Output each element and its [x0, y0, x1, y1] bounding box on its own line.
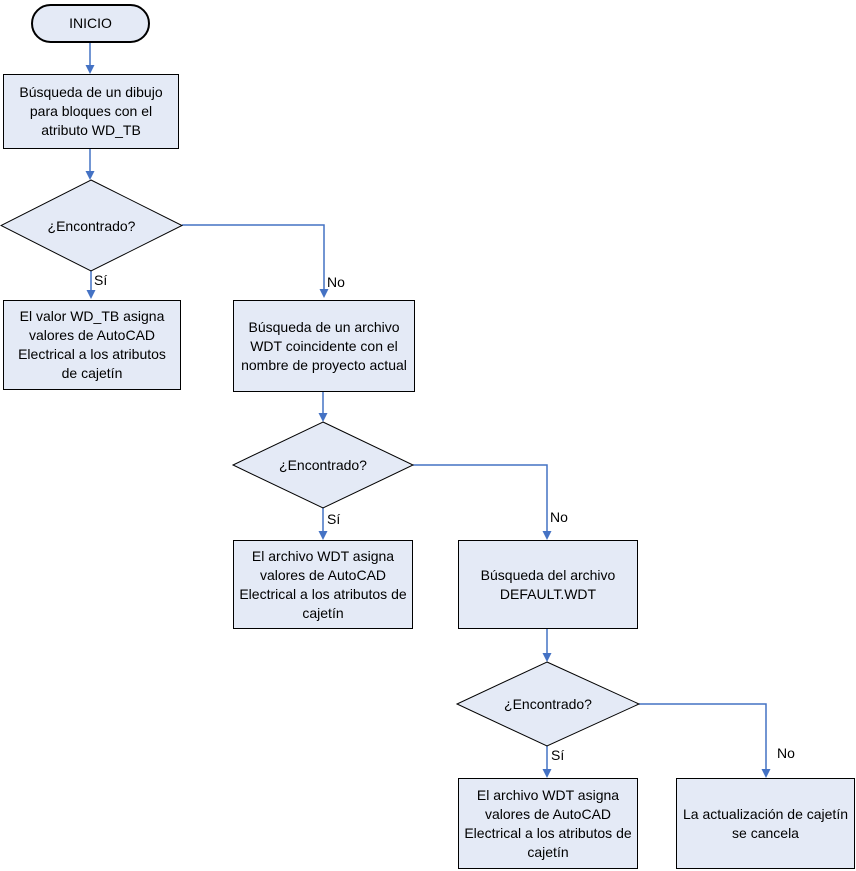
- decision-encontrado-2-shape: [231, 421, 415, 509]
- connectors: [89, 43, 767, 770]
- edge-label-no-2: No: [550, 509, 568, 525]
- edge-decision3-no: [639, 703, 767, 770]
- edge-label-no-1: No: [327, 274, 345, 290]
- edge-label-yes-2: Sí: [327, 511, 341, 527]
- arrowhead-icon: [542, 531, 552, 540]
- edge-decision2-no: [413, 464, 548, 532]
- process-search-wdt-project: Búsqueda de un archivo WDT coincidente c…: [233, 300, 415, 392]
- process-wdt-assigns-values-1: El archivo WDT asigna valores de AutoCAD…: [233, 540, 413, 629]
- edge-label-yes-3: Sí: [551, 747, 565, 763]
- edge-label-no-3: No: [777, 745, 795, 761]
- arrowhead-icon: [318, 413, 328, 422]
- arrowhead-icon: [542, 769, 552, 778]
- arrowhead-icon: [542, 653, 552, 662]
- arrowhead-icon: [86, 290, 96, 299]
- process-wdt-assigns-values-2: El archivo WDT asigna valores de AutoCAD…: [458, 778, 638, 869]
- process-search-drawing-wdtb: Búsqueda de un dibujo para bloques con e…: [3, 74, 179, 149]
- decision-shapes: [0, 179, 641, 747]
- edge-decision1-no: [182, 224, 325, 289]
- arrowhead-icon: [318, 531, 328, 540]
- edge-label-yes-1: Sí: [94, 272, 108, 288]
- arrowheads: [85, 65, 771, 778]
- process-search-default-wdt: Búsqueda del archivo DEFAULT.WDT: [458, 540, 638, 629]
- process-update-cancelled: La actualización de cajetín se cancela: [676, 778, 855, 869]
- start-node: INICIO: [31, 4, 150, 43]
- arrowhead-icon: [85, 65, 95, 74]
- process-wdtb-assigns-values: El valor WD_TB asigna valores de AutoCAD…: [3, 300, 181, 390]
- arrowhead-icon: [85, 171, 95, 180]
- decision-encontrado-3-shape: [455, 661, 641, 747]
- arrowhead-icon: [319, 289, 329, 298]
- decision-encontrado-1-shape: [0, 179, 184, 272]
- arrowhead-icon: [761, 769, 771, 778]
